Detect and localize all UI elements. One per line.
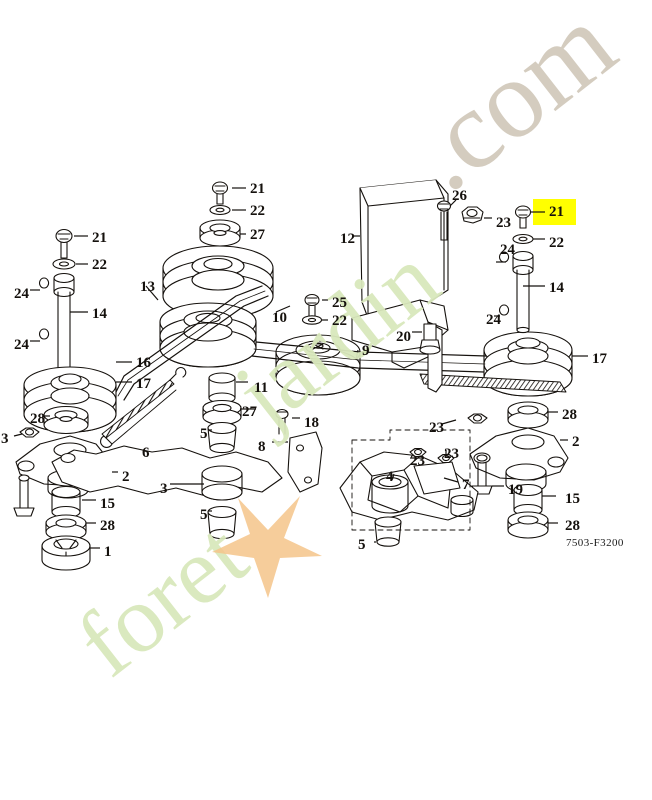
callout-2-c41: 2 [572, 434, 580, 450]
callout-18-c25: 18 [304, 415, 319, 431]
callout-20-c35: 20 [396, 329, 411, 345]
callout-3-c23: 3 [160, 481, 168, 497]
callout-24-c06: 24 [14, 286, 29, 302]
callout-10-c26: 10 [272, 310, 287, 326]
callout-23-c32: 23 [496, 215, 511, 231]
callout-22-c02: 22 [250, 203, 265, 219]
callout-27-c19: 27 [242, 404, 257, 420]
left-bolt-assembly [39, 228, 76, 392]
spring-6 [100, 367, 187, 448]
callout-3-c13: 3 [1, 431, 9, 447]
belt-13 [115, 285, 269, 401]
callout-22-c05: 22 [92, 257, 107, 273]
callout-28-c16: 28 [100, 518, 115, 534]
callout-23-c44: 23 [444, 446, 459, 462]
callout-5-c21: 5 [200, 426, 208, 442]
callout-7-c46: 7 [462, 477, 470, 493]
callout-23-c43: 23 [410, 453, 425, 469]
callout-28-c50: 28 [565, 518, 580, 534]
callout-27-c03: 27 [250, 227, 265, 243]
right-lower-group [467, 401, 569, 539]
deck-plate-4 [339, 429, 479, 547]
callout-1-c17: 1 [104, 544, 112, 560]
belt-lower-hatched [419, 373, 567, 393]
callout-16-c10: 16 [136, 355, 151, 371]
callout-19-c48: 19 [508, 482, 523, 498]
callout-28-c40: 28 [562, 407, 577, 423]
right-bolt-assembly [499, 205, 534, 334]
callout-15-c15: 15 [100, 496, 115, 512]
callout-24-c33: 24 [500, 242, 515, 258]
callout-17-c39: 17 [592, 351, 607, 367]
callout-4-c45: 4 [386, 469, 394, 485]
callout-21-c04: 21 [92, 230, 107, 246]
callout-15-c49: 15 [565, 491, 580, 507]
callout-26-c31: 26 [452, 188, 467, 204]
callout-8-c24: 8 [258, 439, 266, 455]
callout-22-c37: 22 [549, 235, 564, 251]
leader-lines [13, 187, 588, 549]
callout-21-c36: 21 [549, 204, 564, 220]
figure-reference: 7503-F3200 [566, 537, 624, 549]
center-pulley-stack [159, 181, 274, 368]
callout-28-c12: 28 [30, 411, 45, 427]
callout-17-c11: 17 [136, 376, 151, 392]
callout-2-c14: 2 [122, 469, 130, 485]
callout-6-c18: 6 [142, 445, 150, 461]
callout-24-c34: 24 [486, 312, 501, 328]
callout-5-c47: 5 [358, 537, 366, 553]
callout-9-c29: 9 [362, 343, 370, 359]
bolt-20 [419, 323, 441, 355]
callout-22-c28: 22 [332, 313, 347, 329]
callout-13-c09: 13 [140, 279, 155, 295]
callout-5-c22: 5 [200, 507, 208, 523]
callout-23-c42: 23 [429, 420, 444, 436]
callout-25-c27: 25 [332, 295, 347, 311]
callout-21-c01: 21 [250, 181, 265, 197]
callout-24-c07: 24 [14, 337, 29, 353]
callout-14-c38: 14 [549, 280, 564, 296]
callout-11-c20: 11 [254, 380, 269, 396]
callout-14-c08: 14 [92, 306, 107, 322]
callout-12-c30: 12 [340, 231, 355, 247]
